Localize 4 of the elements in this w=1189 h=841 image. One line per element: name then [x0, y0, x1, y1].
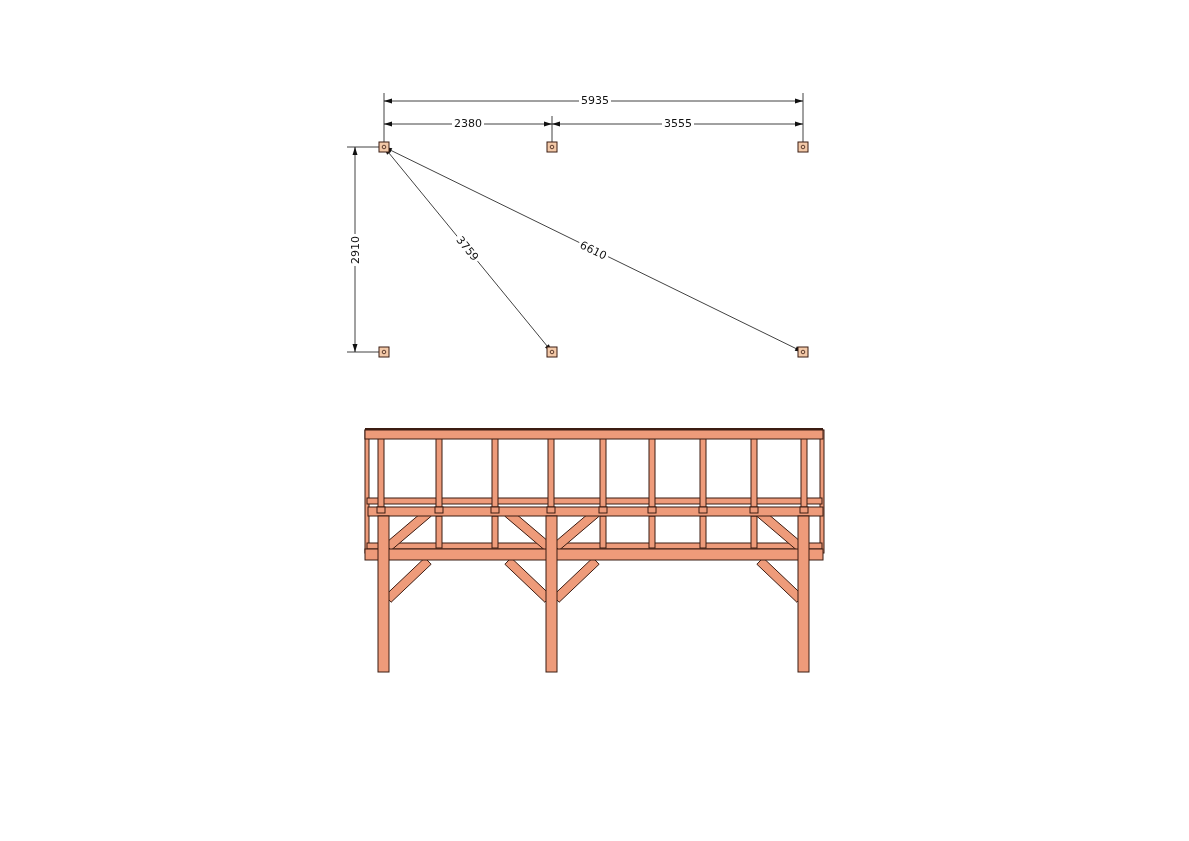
- dimension-label: 2910: [350, 234, 362, 266]
- dimension-label: 5935: [579, 95, 611, 107]
- dimension-label: 2380: [452, 118, 484, 130]
- dimension-label: 3555: [662, 118, 694, 130]
